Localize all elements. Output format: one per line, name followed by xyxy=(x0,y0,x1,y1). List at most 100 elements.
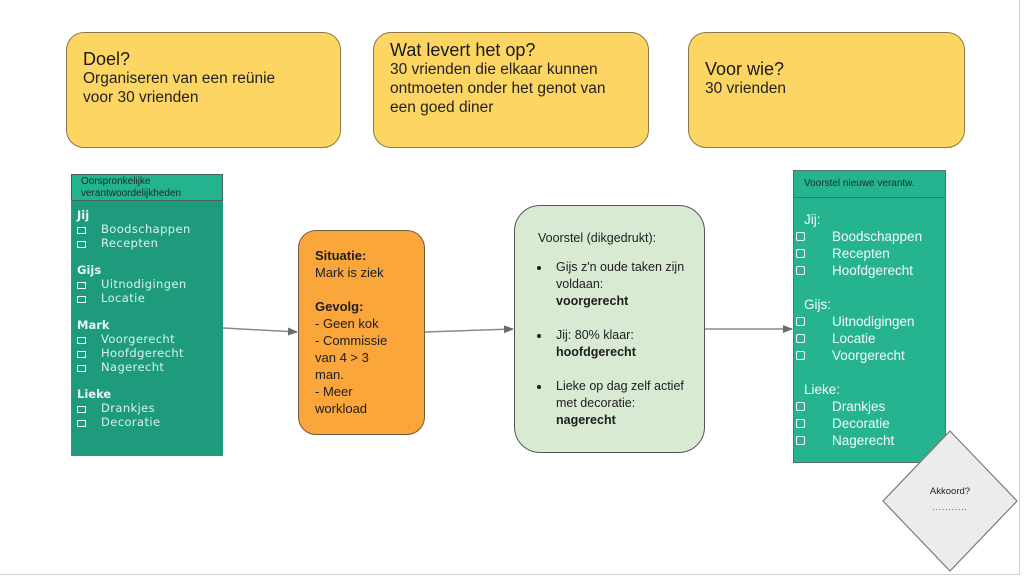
decision-diamond: Akkoord? ........... xyxy=(882,430,1018,572)
group-name: Jij: xyxy=(804,212,821,227)
list-item: Voorgerecht xyxy=(77,332,223,346)
new-responsibilities-header: Voorstel nieuwe verantw. xyxy=(794,171,945,198)
checkbox-icon xyxy=(796,249,805,258)
item-label: Uitnodigingen xyxy=(101,277,187,291)
list-item: Locatie xyxy=(796,330,945,347)
group-name: Lieke xyxy=(77,387,112,401)
responsibility-group-mark: Mark Voorgerecht Hoofdgerecht Nagerecht xyxy=(71,319,223,374)
consequence-line: man. xyxy=(315,367,344,382)
goal-title: Doel? xyxy=(83,49,131,69)
benefit-line: 30 vrienden die elkaar kunnen xyxy=(390,61,598,78)
checkbox-icon xyxy=(77,420,86,427)
consequence-line: van 4 > 3 xyxy=(315,350,369,365)
checkbox-icon xyxy=(77,282,86,289)
header-line: verantwoordelijkheden xyxy=(81,188,182,199)
item-label: Nagerecht xyxy=(101,360,165,374)
audience-title: Voor wie? xyxy=(705,59,785,79)
goal-card: Doel? Organiseren van een reünie voor 30… xyxy=(66,32,341,148)
list-item: Drankjes xyxy=(796,398,945,415)
checkbox-icon xyxy=(77,241,86,248)
list-item: Boodschappen xyxy=(77,222,223,236)
bullet-bold: nagerecht xyxy=(556,413,616,427)
decision-label: Akkoord? xyxy=(929,486,971,497)
group-name: Gijs xyxy=(77,263,102,277)
item-label: Drankjes xyxy=(832,399,886,414)
arrow-original-to-situation xyxy=(222,327,298,336)
checkbox-icon xyxy=(77,296,86,303)
consequence-line: - Geen kok xyxy=(315,316,379,331)
benefit-line: ontmoeten onder het genot van xyxy=(390,80,606,97)
list-item: Uitnodigingen xyxy=(796,313,945,330)
bullet-bold: voorgerecht xyxy=(556,294,629,308)
bullet-text: Jij: 80% klaar: xyxy=(556,328,634,342)
group-name: Gijs: xyxy=(804,297,831,312)
item-label: Locatie xyxy=(832,331,876,346)
group-name: Lieke: xyxy=(804,382,841,397)
consequence-line: - Meer xyxy=(315,384,353,399)
item-label: Decoratie xyxy=(832,416,890,431)
original-responsibilities-header: Oorspronkelijke verantwoordelijkheden xyxy=(71,174,223,201)
list-item: Nagerecht xyxy=(77,360,223,374)
item-label: Drankjes xyxy=(101,401,156,415)
situation-box: Situatie: Mark is ziek Gevolg: - Geen ko… xyxy=(298,230,425,435)
audience-card: Voor wie? 30 vrienden xyxy=(688,32,965,148)
header-line: Oorspronkelijke xyxy=(81,176,151,187)
situation-label: Situatie: xyxy=(315,248,367,263)
checkbox-icon xyxy=(796,436,805,445)
benefit-line: een goed diner xyxy=(390,99,494,116)
benefit-card: Wat levert het op? 30 vrienden die elkaa… xyxy=(373,32,649,148)
list-item: Locatie xyxy=(77,291,223,305)
item-label: Decoratie xyxy=(101,415,161,429)
bullet-bold: hoofdgerecht xyxy=(556,345,636,359)
proposal-bullet: Gijs z'n oude taken zijn voldaan: voorger… xyxy=(551,259,694,310)
item-label: Uitnodigingen xyxy=(832,314,915,329)
checkbox-icon xyxy=(796,419,805,428)
new-responsibilities-panel: Voorstel nieuwe verantw. Jij: Boodschapp… xyxy=(793,170,946,463)
goal-line: voor 30 vrienden xyxy=(83,89,199,106)
benefit-title: Wat levert het op? xyxy=(390,40,536,60)
proposal-box: Voorstel (dikgedrukt): Gijs z'n oude tak… xyxy=(514,205,705,453)
list-item: Hoofdgerecht xyxy=(77,346,223,360)
item-label: Boodschappen xyxy=(832,229,923,244)
proposal-bullet: Jij: 80% klaar: hoofdgerecht xyxy=(551,327,694,361)
consequence-line: workload xyxy=(315,401,368,416)
checkbox-icon xyxy=(796,266,805,275)
arrow-situation-to-proposal xyxy=(424,325,514,334)
responsibility-group-gijs: Gijs Uitnodigingen Locatie xyxy=(71,264,223,305)
audience-line: 30 vrienden xyxy=(705,80,787,97)
bullet-text: Gijs z'n oude taken zijn voldaan: xyxy=(556,260,685,291)
original-responsibilities-panel: Jij Boodschappen Recepten Gijs Uitnodigi… xyxy=(71,199,223,456)
proposal-bullet: Lieke op dag zelf actief met decoratie:n… xyxy=(551,378,694,429)
list-item: Boodschappen xyxy=(796,228,945,245)
situation-text: Mark is ziek xyxy=(315,265,384,280)
item-label: Hoofdgerecht xyxy=(101,346,184,360)
checkbox-icon xyxy=(796,402,805,411)
checkbox-icon xyxy=(77,365,86,372)
group-name: Mark xyxy=(77,318,110,332)
list-item: Recepten xyxy=(77,236,223,250)
item-label: Boodschappen xyxy=(101,222,191,236)
checkbox-icon xyxy=(796,317,805,326)
checkbox-icon xyxy=(77,337,86,344)
checkbox-icon xyxy=(77,351,86,358)
item-label: Locatie xyxy=(101,291,146,305)
responsibility-group-jij: Jij Boodschappen Recepten xyxy=(71,209,223,250)
checkbox-icon xyxy=(77,227,86,234)
consequence-label: Gevolg: xyxy=(315,299,364,314)
decision-placeholder: ........... xyxy=(932,503,968,512)
item-label: Nagerecht xyxy=(832,433,895,448)
list-item: Recepten xyxy=(796,245,945,262)
item-label: Voorgerecht xyxy=(101,332,176,346)
list-item: Drankjes xyxy=(77,401,223,415)
group-name: Jij xyxy=(77,208,90,222)
proposal-heading: Voorstel (dikgedrukt): xyxy=(538,231,657,245)
list-item: Decoratie xyxy=(77,415,223,429)
checkbox-icon xyxy=(77,406,86,413)
item-label: Recepten xyxy=(101,236,159,250)
list-item: Voorgerecht xyxy=(796,347,945,364)
item-label: Voorgerecht xyxy=(832,348,905,363)
proposal-list: Gijs z'n oude taken zijn voldaan: voorger… xyxy=(533,259,694,429)
consequence-line: - Commissie xyxy=(315,333,388,348)
list-item: Hoofdgerecht xyxy=(796,262,945,279)
checkbox-icon xyxy=(796,351,805,360)
